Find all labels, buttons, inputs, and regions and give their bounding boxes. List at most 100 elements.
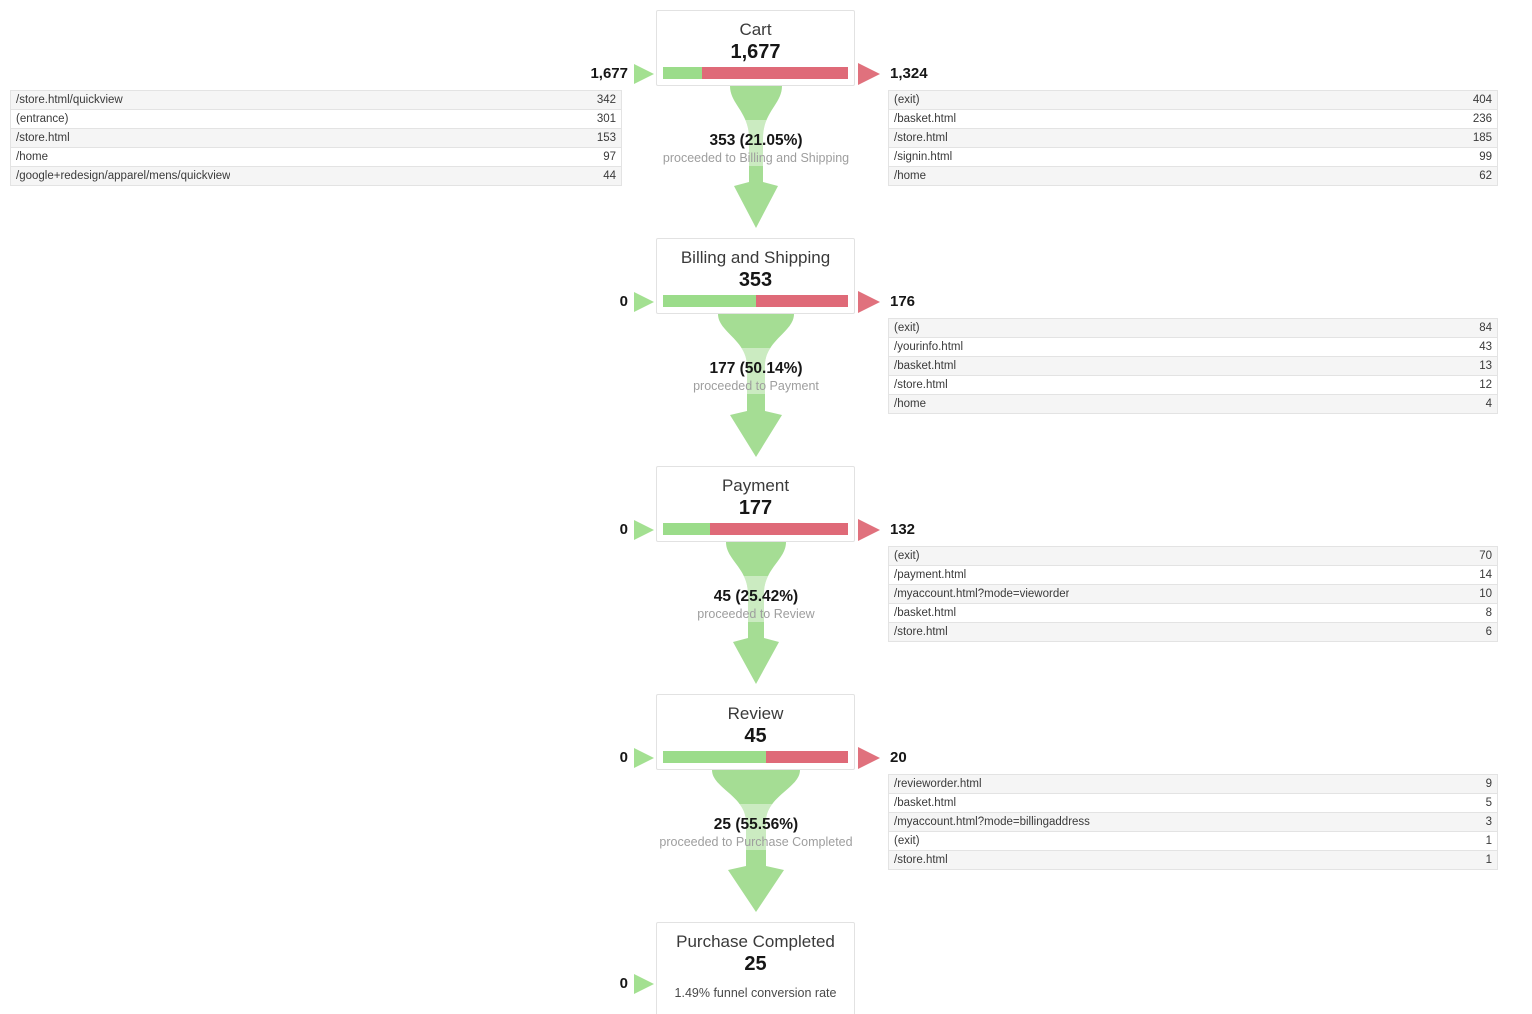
entering-count: 0: [619, 521, 628, 538]
page-count: 342: [596, 94, 616, 106]
entering-arrow-icon: [634, 974, 654, 994]
table-row: (exit)404: [888, 90, 1498, 110]
stage-count: 25: [744, 953, 767, 975]
exiting-arrow-icon: [858, 291, 880, 313]
entering-arrow-icon: [634, 520, 654, 540]
page-path: (entrance): [16, 113, 69, 125]
stage-card-review: Review 45: [656, 694, 855, 770]
funnel-connector: [726, 542, 786, 684]
proceeded-count: 25 (55.56%): [713, 816, 799, 833]
connector-label: 45 (25.42%) proceeded to Review: [626, 588, 886, 622]
page-path: /basket.html: [894, 360, 956, 372]
page-path: /basket.html: [894, 113, 956, 125]
page-path: /myaccount.html?mode=billingaddress: [894, 816, 1090, 828]
continued-segment: [663, 751, 766, 763]
stage-card-cart: Cart 1,677: [656, 10, 855, 86]
funnel-conversion-rate: 1.49% funnel conversion rate: [674, 986, 837, 1000]
entering-arrow-icon: [634, 64, 654, 84]
exiting-count: 132: [890, 521, 916, 538]
proceeded-count: 45 (25.42%): [713, 588, 799, 605]
page-path: /store.html/quickview: [16, 94, 123, 106]
exiting-arrow-icon: [858, 63, 880, 85]
table-row: (exit)1: [888, 831, 1498, 851]
page-path: /store.html: [894, 854, 948, 866]
page-count: 43: [1479, 341, 1492, 353]
page-count: 8: [1485, 607, 1492, 619]
page-count: 97: [603, 151, 616, 163]
proceeded-count: 353 (21.05%): [709, 132, 803, 149]
entering-count: 0: [619, 293, 628, 310]
table-row: (exit) 70: [888, 546, 1498, 566]
stage-progress-bar: [663, 295, 848, 307]
stage-count: 1,677: [730, 41, 781, 63]
funnel-connector: [712, 770, 800, 912]
entering-count: 0: [619, 749, 628, 766]
table-row: /basket.html 236: [888, 109, 1498, 129]
page-count: 1: [1485, 854, 1492, 866]
stage-count: 353: [738, 269, 773, 291]
page-path: /myaccount.html?mode=vieworder: [894, 588, 1070, 600]
page-path: /store.html: [894, 626, 948, 638]
page-count: 13: [1479, 360, 1492, 372]
exit-pages-table: (exit) 84/yourinfo.html 43/basket.html 13/s…: [888, 318, 1498, 414]
page-count: 62: [1479, 170, 1492, 182]
page-path: /yourinfo.html: [894, 341, 964, 353]
connector-label: 353 (21.05%) proceeded to Billing and Sh…: [626, 132, 886, 166]
table-row: /basket.html 13: [888, 356, 1498, 376]
table-row: (entrance) 301: [10, 109, 622, 129]
stage-card-billing-and-shipping: Billing and Shipping 353: [656, 238, 855, 314]
page-count: 70: [1479, 550, 1492, 562]
stage-title: Billing and Shipping: [680, 248, 831, 267]
page-count: 185: [1472, 132, 1492, 144]
stage-count: 45: [744, 725, 767, 747]
entering-count: 1,677: [590, 65, 628, 82]
stage-title: Payment: [721, 476, 790, 495]
proceeded-caption: proceeded to Review: [697, 607, 815, 621]
page-count: 301: [596, 113, 616, 125]
continued-segment: [663, 523, 711, 535]
stage-title: Review: [727, 704, 784, 723]
proceeded-count: 177 (50.14%): [709, 360, 803, 377]
connector-label: 177 (50.14%) proceeded to Payment: [626, 360, 886, 394]
page-path: (exit): [894, 322, 920, 334]
continued-segment: [663, 295, 756, 307]
proceeded-caption: proceeded to Billing and Shipping: [662, 151, 850, 165]
continued-segment: [663, 67, 702, 79]
page-count: 84: [1479, 322, 1492, 334]
stage-progress-bar: [663, 523, 848, 535]
page-count: 5: [1485, 797, 1492, 809]
page-path: /store.html: [894, 379, 948, 391]
page-path: /revieworder.html: [894, 778, 982, 790]
stage-title: Cart: [739, 20, 772, 39]
table-row: (exit) 84: [888, 318, 1498, 338]
page-path: /store.html: [16, 132, 70, 144]
page-path: /google+redesign/apparel/mens/quickview: [16, 170, 231, 182]
page-path: /payment.html: [894, 569, 967, 581]
page-count: 236: [1472, 113, 1492, 125]
exiting-count: 20: [890, 749, 907, 766]
page-path: (exit): [894, 550, 920, 562]
proceeded-caption: proceeded to Purchase Completed: [659, 835, 853, 849]
exiting-arrow-icon: [858, 519, 880, 541]
entrance-pages-table: /store.html/quickview 342 (entrance) 301/st…: [10, 90, 622, 186]
table-row: /yourinfo.html 43: [888, 337, 1498, 357]
page-count: 99: [1479, 151, 1492, 163]
page-path: (exit): [894, 94, 920, 106]
funnel-connector: [718, 314, 794, 457]
stage-card-purchase-completed: Purchase Completed 25 1.49% funnel conve…: [656, 922, 855, 1014]
page-count: 6: [1485, 626, 1492, 638]
